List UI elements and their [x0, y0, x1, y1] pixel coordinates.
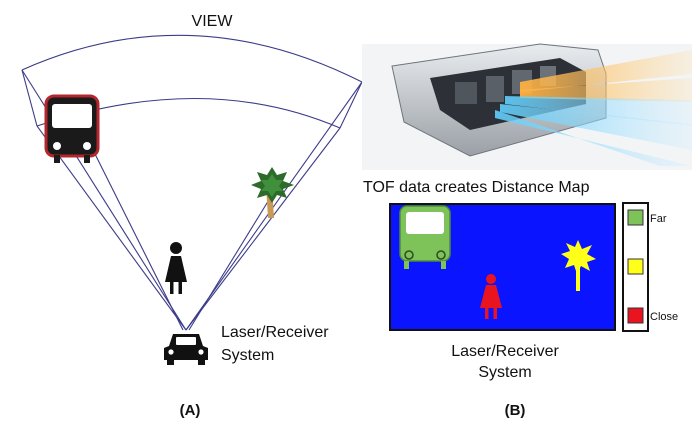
sensor-label-b-line1: Laser/Receiver	[451, 343, 559, 360]
distance-legend: Far Close	[622, 202, 678, 332]
legend-close-label: Close	[650, 311, 678, 323]
person-silhouette-close	[480, 274, 502, 319]
palm-tree-icon	[251, 167, 294, 218]
person-icon	[165, 242, 187, 294]
panel-a: VIEW	[21, 13, 363, 419]
panel-b-label: (B)	[505, 402, 526, 419]
panel-a-label: (A)	[180, 402, 201, 419]
legend-far-label: Far	[650, 213, 667, 225]
bus-icon	[44, 94, 100, 163]
sensor-label-a-line1: Laser/Receiver	[221, 324, 329, 341]
view-label: VIEW	[192, 13, 234, 30]
sensor-label-b-line2: System	[478, 364, 531, 381]
tree-silhouette-mid	[561, 240, 596, 291]
distance-map	[389, 203, 616, 331]
lidar-device-image	[362, 43, 692, 170]
field-of-view-frustum	[21, 34, 363, 331]
distance-map-title: TOF data creates Distance Map	[363, 179, 590, 196]
sensor-label-a-line2: System	[221, 347, 274, 364]
bus-silhouette-far	[399, 205, 451, 269]
far-swatch	[627, 209, 644, 226]
mid-swatch	[627, 258, 644, 275]
panel-b: TOF data creates Distance Map	[362, 43, 692, 419]
car-icon	[164, 334, 208, 365]
close-swatch	[627, 307, 644, 324]
laser-beams	[495, 50, 692, 166]
